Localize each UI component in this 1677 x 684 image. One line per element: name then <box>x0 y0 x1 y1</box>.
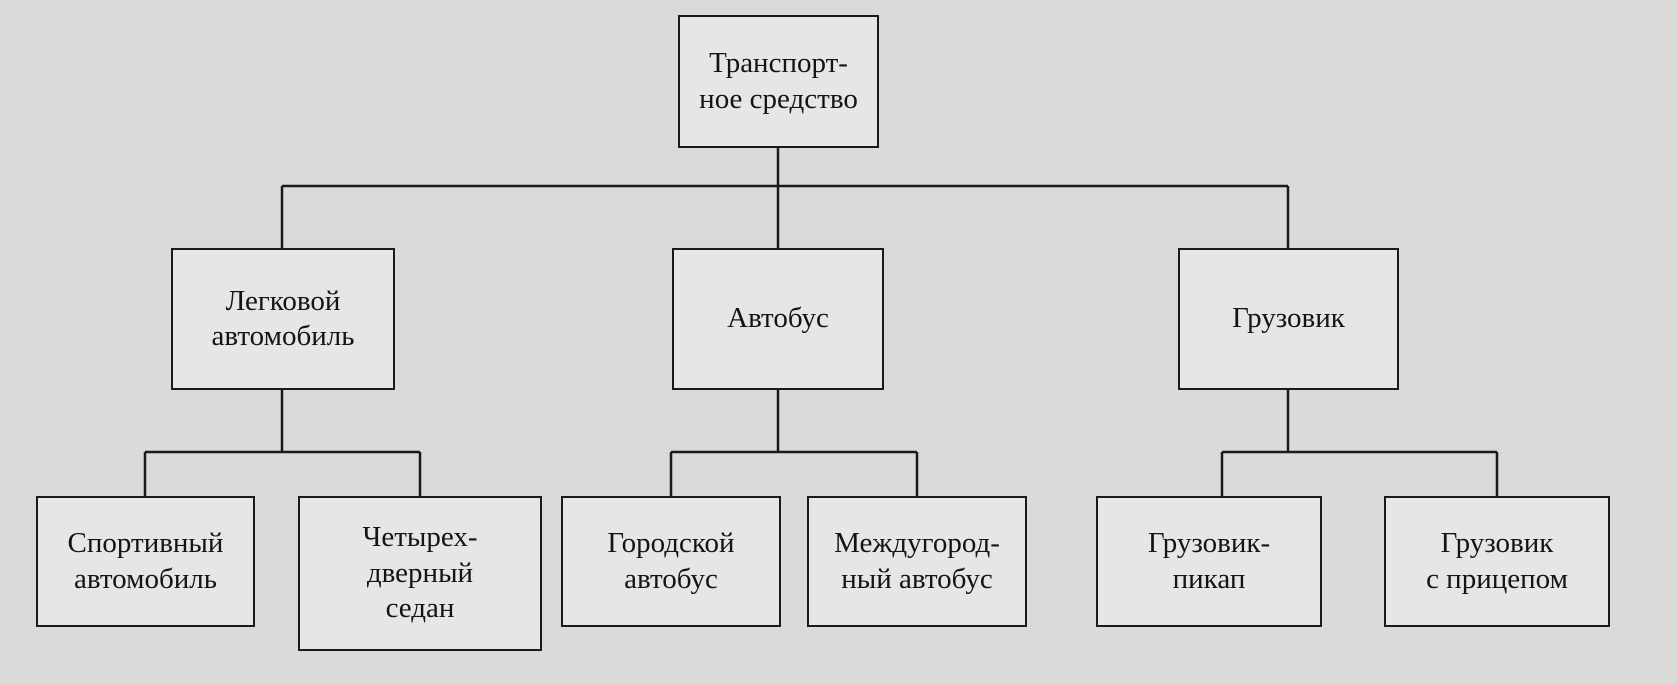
node-truck-with-trailer-label: Грузовик с прицепом <box>1426 527 1568 595</box>
node-city-bus-label: Городской автобус <box>607 527 735 595</box>
node-vehicle: Транспорт- ное средство <box>678 15 879 148</box>
node-four-door-sedan-label: Четырех- дверный седан <box>362 521 478 625</box>
node-bus: Автобус <box>672 248 884 390</box>
node-truck-label: Грузовик <box>1232 302 1345 335</box>
node-car: Легковой автомобиль <box>171 248 395 390</box>
node-pickup-truck: Грузовик- пикап <box>1096 496 1322 627</box>
node-pickup-truck-label: Грузовик- пикап <box>1147 527 1271 595</box>
node-intercity-bus: Междугород- ный автобус <box>807 496 1027 627</box>
node-car-label: Легковой автомобиль <box>211 284 355 352</box>
node-intercity-bus-label: Междугород- ный автобус <box>834 527 1000 595</box>
node-sports-car-label: Спортивный автомобиль <box>67 527 224 595</box>
node-truck-with-trailer: Грузовик с прицепом <box>1384 496 1610 627</box>
node-four-door-sedan: Четырех- дверный седан <box>298 496 542 651</box>
node-vehicle-label: Транспорт- ное средство <box>699 47 858 115</box>
node-sports-car: Спортивный автомобиль <box>36 496 255 627</box>
node-truck: Грузовик <box>1178 248 1399 390</box>
node-bus-label: Автобус <box>727 302 829 335</box>
node-city-bus: Городской автобус <box>561 496 781 627</box>
